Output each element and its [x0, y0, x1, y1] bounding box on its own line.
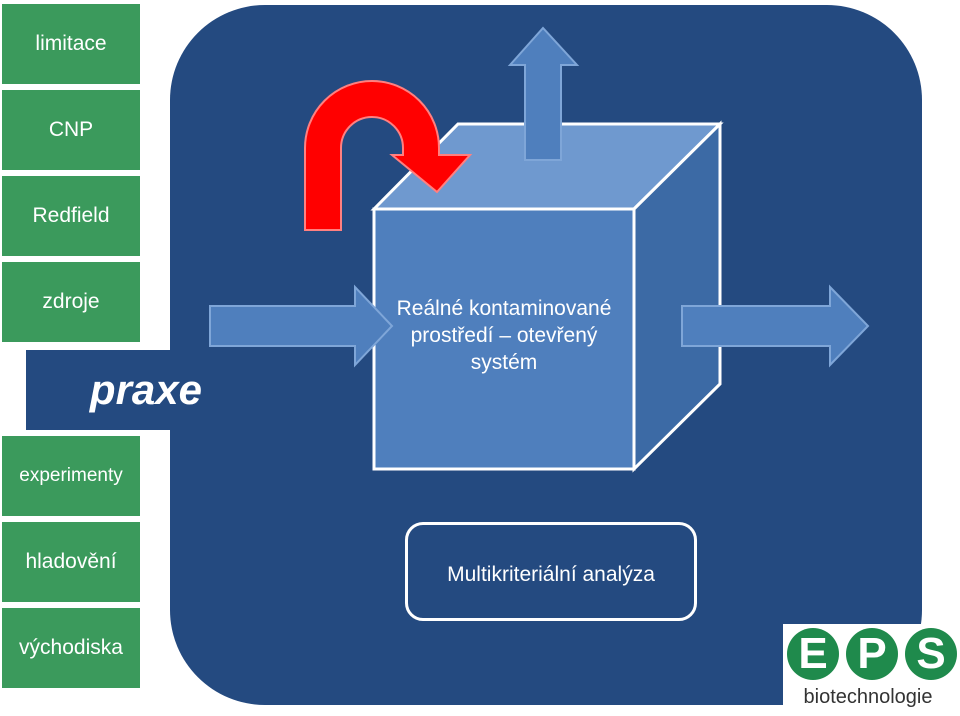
sidebar-item-experimenty[interactable]: experimenty	[2, 436, 140, 516]
logo-letter-e: E	[787, 628, 839, 680]
eps-logo: E P S biotechnologie	[783, 624, 957, 714]
up-arrow	[507, 26, 580, 161]
logo-letter-p: P	[846, 628, 898, 680]
logo-subtitle: biotechnologie	[803, 686, 933, 708]
feedback-arrow	[304, 80, 473, 231]
output-arrow	[681, 284, 870, 368]
logo-letter-s: S	[905, 628, 957, 680]
cube-front-face	[372, 207, 636, 471]
logo-letters: E P S	[787, 624, 957, 686]
sidebar-item-praxe-active[interactable]: praxe	[26, 350, 216, 430]
sidebar-item-vychodiska[interactable]: východiska	[2, 608, 140, 688]
input-arrow	[209, 284, 394, 368]
analysis-box: Multikriteriální analýza	[405, 522, 697, 621]
sidebar-item-cnp[interactable]: CNP	[2, 90, 140, 170]
cube-label: Reálné kontaminované prostředí – otevřen…	[396, 297, 612, 374]
sidebar-item-redfield[interactable]: Redfield	[2, 176, 140, 256]
analysis-label: Multikriteriální analýza	[447, 562, 655, 586]
sidebar-item-zdroje[interactable]: zdroje	[2, 262, 140, 342]
sidebar-item-hladoveni[interactable]: hladovění	[2, 522, 140, 602]
sidebar-item-limitace[interactable]: limitace	[2, 4, 140, 84]
